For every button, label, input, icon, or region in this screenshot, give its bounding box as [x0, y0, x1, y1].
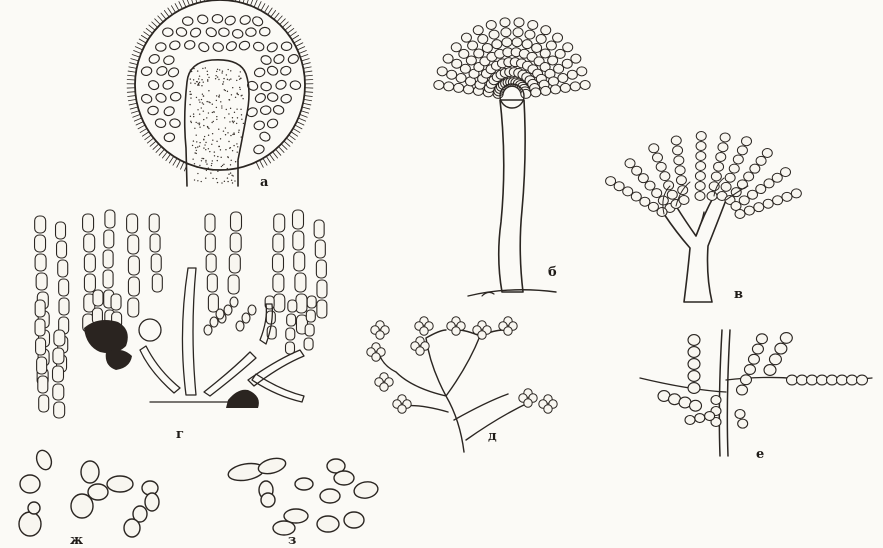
panel-v-penicillus: в — [606, 132, 802, 302]
panel-d-label: д — [488, 429, 497, 444]
panel-e-chained-conidia: е — [640, 330, 872, 462]
panel-a-sporangium: а — [127, 0, 313, 190]
panel-g-label: г — [176, 427, 184, 442]
panel-zh-label: ж — [70, 533, 83, 548]
panel-b-label: б — [548, 265, 557, 280]
panel-a-label: а — [260, 175, 269, 190]
panel-v-label: в — [734, 287, 743, 302]
panel-d-branched-hyphae: д — [367, 317, 557, 452]
panel-b-conidiophore: б — [434, 18, 590, 296]
panel-z-arthrospores: з — [227, 456, 379, 548]
panel-g-spore-chains: г — [35, 210, 327, 442]
panel-zh-budding-cells: ж — [19, 448, 159, 548]
panel-z-label: з — [288, 533, 296, 548]
panel-e-label: е — [756, 447, 764, 462]
